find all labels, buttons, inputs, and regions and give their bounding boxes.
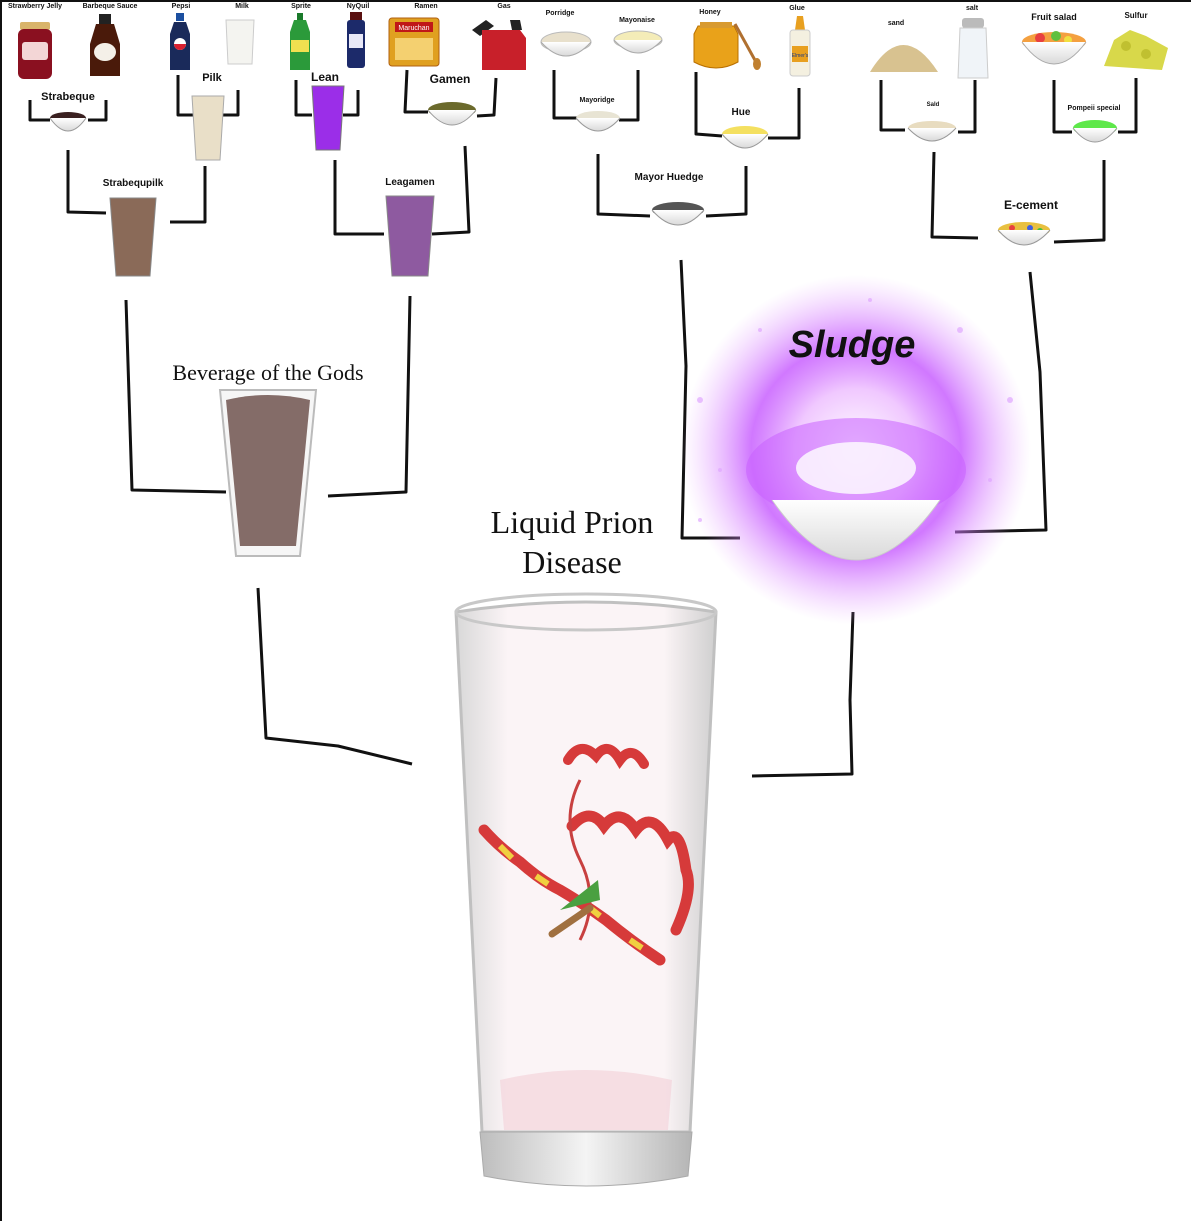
label-ramen: Ramen [414, 3, 438, 10]
label-disease: Disease [522, 544, 622, 580]
mayoridge-bowl-icon [575, 111, 621, 132]
label-nyquil: NyQuil [346, 3, 370, 10]
sand-pile-icon [870, 45, 938, 72]
connector-strabequpilk [66, 150, 207, 224]
label-pepsi: Pepsi [171, 3, 191, 10]
connector-final-left [256, 587, 413, 766]
label-milk: Milk [235, 3, 249, 10]
barbeque-sauce-icon [90, 14, 120, 76]
label-honey: Honey [699, 9, 721, 16]
beverage-of-the-gods-glass-icon [218, 389, 318, 557]
sulfur-pile-icon [1104, 30, 1168, 70]
connector-strabeque [28, 100, 108, 122]
connector-final-right [751, 611, 855, 778]
pepsi-bottle-icon [170, 13, 190, 70]
connector-sald [879, 80, 977, 134]
label-sludge: Sludge [788, 324, 916, 366]
label-barbeque-sauce: Barbeque Sauce [82, 3, 138, 10]
top-border [0, 0, 1191, 2]
label-sand: sand [887, 20, 905, 27]
connector-lean [294, 80, 360, 117]
gas-can-icon [472, 20, 526, 70]
mayonaise-bowl-icon [613, 30, 663, 54]
label-leagamen: Leagamen [385, 177, 435, 188]
label-salt: salt [965, 5, 979, 12]
mayor-huedge-bowl-icon [651, 202, 705, 226]
label-sulfur: Sulfur [1124, 11, 1148, 20]
label-strawberry-jelly: Strawberry Jelly [7, 3, 63, 10]
pompeii-special-bowl-icon [1072, 120, 1118, 143]
label-mayor-huedge: Mayor Huedge [634, 172, 704, 183]
pilk-glass-icon [191, 95, 225, 161]
label-mayonaise: Mayonaise [619, 17, 655, 24]
strabequpilk-glass-icon [109, 197, 157, 277]
glue-bottle-icon: Elmer's [789, 16, 811, 77]
left-border [0, 0, 2, 1221]
connector-mayoridge [552, 70, 640, 122]
label-hue: Hue [731, 107, 751, 118]
salt-shaker-icon [957, 18, 989, 79]
glue-brand-text: Elmer's [792, 53, 809, 59]
connector-hue [694, 72, 801, 140]
milk-glass-icon [225, 19, 255, 65]
connector-lines [28, 69, 1138, 778]
liquid-prion-disease-glass-icon [454, 592, 718, 1187]
nyquil-bottle-icon [347, 12, 365, 68]
connector-mayor-huedge [596, 154, 748, 218]
sald-bowl-icon [907, 121, 957, 142]
label-liquid-prion: Liquid Prion [490, 504, 654, 540]
strabeque-bowl-icon [49, 112, 87, 132]
label-strabequpilk: Strabequpilk [102, 178, 164, 189]
label-strabeque: Strabeque [41, 91, 95, 103]
label-pilk: Pilk [202, 72, 222, 84]
label-pompeii-special: Pompeii special [1067, 105, 1121, 112]
connector-gamen [403, 69, 498, 118]
label-e-cement: E-cement [1003, 198, 1059, 212]
sparkle-stars [697, 298, 1013, 522]
connector-pilk [176, 75, 240, 117]
lean-glass-icon [311, 85, 345, 151]
label-sprite: Sprite [291, 3, 311, 10]
sludge-bowl-icon [681, 275, 1031, 625]
leagamen-glass-icon [385, 195, 435, 277]
label-fruit-salad: Fruit salad [1031, 12, 1077, 22]
label-porridge: Porridge [545, 10, 575, 17]
e-cement-bowl-icon [997, 222, 1051, 246]
label-lean: Lean [310, 70, 340, 84]
porridge-bowl-icon [540, 31, 592, 57]
fruit-salad-bowl-icon [1021, 31, 1087, 65]
connector-leagamen [333, 145, 471, 236]
label-mayoridge: Mayoridge [579, 97, 615, 104]
connector-beverage [124, 295, 412, 498]
label-glue: Glue [789, 5, 805, 12]
sprite-bottle-icon [290, 13, 310, 70]
label-beverage-of-the-gods: Beverage of the Gods [172, 360, 364, 385]
label-gamen: Gamen [429, 72, 471, 86]
hue-bowl-icon [721, 126, 769, 149]
prion-protein-structure-icon [478, 744, 694, 966]
gamen-bowl-icon [427, 102, 477, 126]
label-sald: Sald [926, 102, 940, 108]
ramen-brand-text: Maruchan [398, 25, 429, 32]
strawberry-jelly-icon [18, 22, 52, 79]
connector-e-cement [930, 151, 1106, 244]
honey-jar-icon [693, 22, 761, 70]
ramen-packet-icon: Maruchan [388, 17, 440, 67]
label-gas: Gas [497, 3, 511, 10]
connector-pompeii [1052, 78, 1138, 134]
